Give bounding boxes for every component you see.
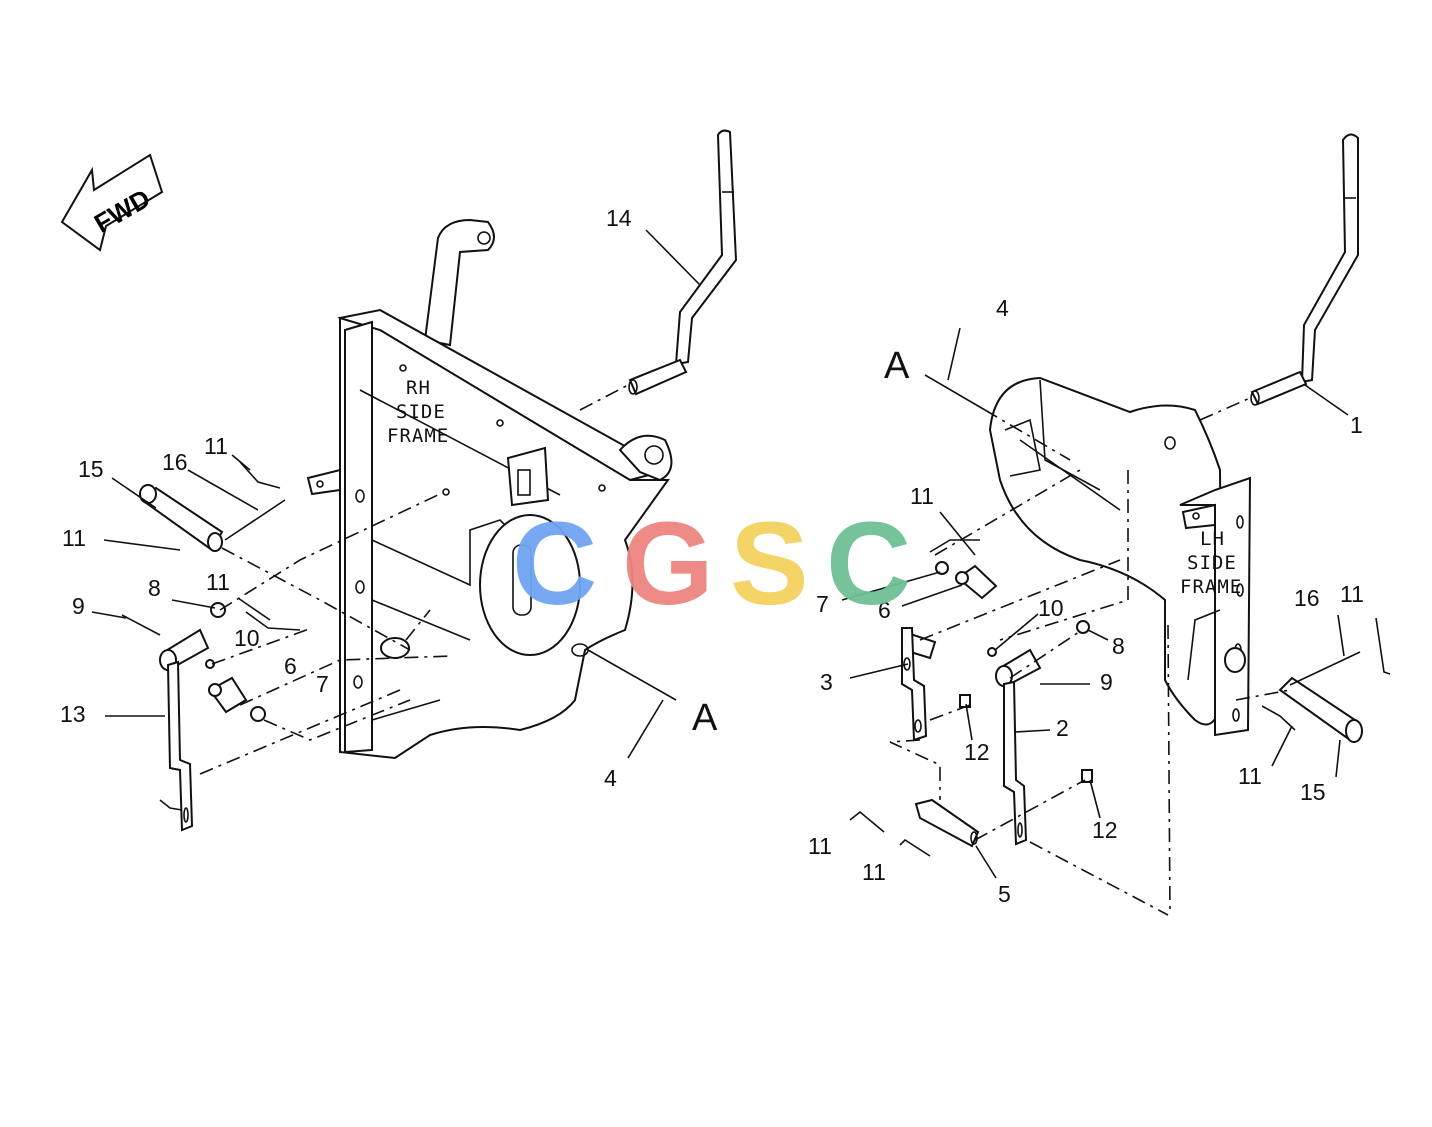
lh-frame-label-line3: FRAME xyxy=(1180,576,1242,598)
callout-1: 1 xyxy=(1350,412,1363,438)
leader-lines xyxy=(91,229,1349,879)
callout-10-right: 10 xyxy=(1038,595,1064,621)
callout-15-left: 15 xyxy=(78,456,104,482)
callout-11-d: 11 xyxy=(910,483,934,509)
callout-4-right: 4 xyxy=(996,295,1009,321)
rh-small-parts xyxy=(121,461,677,832)
lever-part-1 xyxy=(1250,133,1359,406)
callout-7-left: 7 xyxy=(316,671,329,697)
lh-assembly-lines xyxy=(889,397,1291,916)
callout-9-right: 9 xyxy=(1100,669,1113,695)
callout-11-a: 11 xyxy=(204,433,228,459)
callout-8-left: 8 xyxy=(148,575,161,601)
lh-side-frame: LH SIDE FRAME xyxy=(988,376,1252,737)
lever-part-14 xyxy=(628,129,738,396)
watermark: C G S C xyxy=(512,498,911,630)
rh-frame-label-line1: RH xyxy=(406,377,431,399)
callout-5: 5 xyxy=(998,881,1011,907)
callout-6-left: 6 xyxy=(284,653,297,679)
callout-16-left: 16 xyxy=(162,449,188,475)
callout-11-g: 11 xyxy=(1340,581,1364,607)
callout-11-e: 11 xyxy=(808,833,832,859)
callout-9-left: 9 xyxy=(72,593,85,619)
callout-11-f: 11 xyxy=(862,859,886,885)
callout-12-b: 12 xyxy=(1092,817,1118,843)
lh-frame-label-line2: SIDE xyxy=(1187,552,1237,574)
callout-6-right: 6 xyxy=(878,597,891,623)
lh-small-parts xyxy=(849,374,1391,857)
callout-15-right: 15 xyxy=(1300,779,1326,805)
watermark-letter-3: S xyxy=(730,498,809,630)
callout-labels: 14 15 16 11 11 8 11 9 10 6 7 13 4 4 1 11… xyxy=(60,205,1364,907)
fwd-arrow: FWD xyxy=(60,153,164,252)
callout-11-c: 11 xyxy=(206,569,230,595)
watermark-letter-2: G xyxy=(622,498,714,630)
rh-frame-label-line2: SIDE xyxy=(396,401,446,423)
callout-7-right: 7 xyxy=(816,591,829,617)
view-a-lower: A xyxy=(692,697,718,739)
callout-2: 2 xyxy=(1056,715,1069,741)
callout-11-h: 11 xyxy=(1238,763,1262,789)
callout-13: 13 xyxy=(60,701,86,727)
rh-assembly-lines xyxy=(199,383,631,775)
watermark-letter-4: C xyxy=(826,498,911,630)
callout-8-right: 8 xyxy=(1112,633,1125,659)
callout-4-left: 4 xyxy=(604,765,617,791)
view-a-upper: A xyxy=(884,345,910,387)
callout-11-b: 11 xyxy=(62,525,86,551)
watermark-letter-1: C xyxy=(512,498,597,630)
callout-14: 14 xyxy=(606,205,632,231)
callout-16-right: 16 xyxy=(1294,585,1320,611)
lh-frame-label-line1: LH xyxy=(1200,528,1225,550)
callout-12-a: 12 xyxy=(964,739,990,765)
callout-3: 3 xyxy=(820,669,833,695)
rh-side-frame: RH SIDE FRAME xyxy=(306,218,673,760)
callout-10-left: 10 xyxy=(234,625,260,651)
rh-frame-label-line3: FRAME xyxy=(387,425,449,447)
